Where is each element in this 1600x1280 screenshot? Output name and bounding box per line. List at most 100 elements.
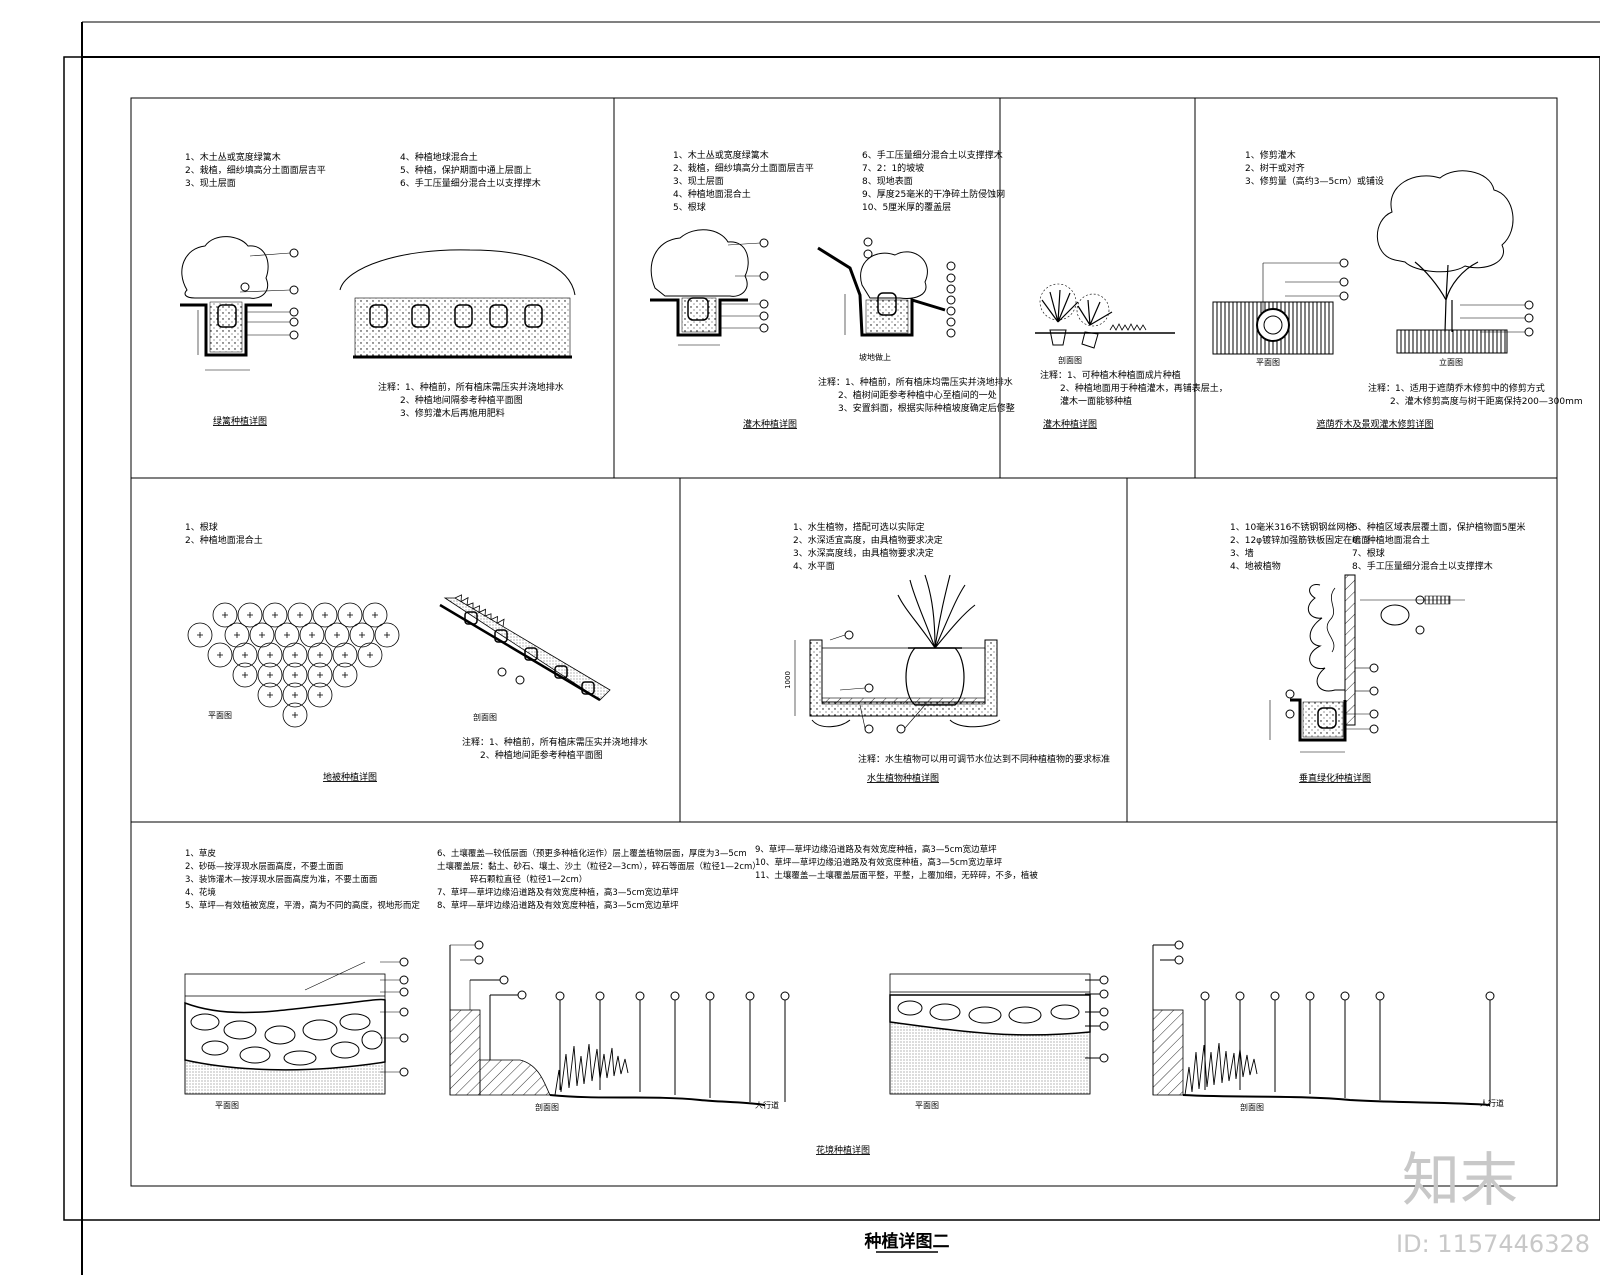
sheet-frame: [63, 21, 1600, 1275]
groundcover-legend: 1、根球 2、种植地面混合土: [185, 521, 263, 546]
groundcover-section-label: 剖面图: [473, 712, 497, 722]
vine-legend-right: 5、种植区域表层覆土面，保护植物面5厘米 6、种植地面混合土 7、根球 8、手工…: [1352, 521, 1525, 572]
legend-line: 2、栽植，细纱填高分土面面层吉平: [673, 162, 814, 174]
flowerbed-col3: 9、草坪—草坪边缘沿道路及有效宽度种植，高3—5cm宽边草坪 10、草坪—草坪边…: [755, 844, 1038, 881]
plant-circle: [282, 702, 308, 728]
legend-line: 4、水平面: [793, 560, 835, 572]
legend-line: 2、种植地面混合土: [185, 534, 263, 546]
shrub2-caption: 灌木种植详图: [1043, 418, 1097, 430]
plant-circle: [282, 662, 308, 688]
plant-plus-mark: [259, 632, 265, 638]
hedge-legend-right: 4、种植地球混合土 5、种植，保护期面中通上层面上 6、手工压量细分混合土以支撑…: [400, 151, 541, 189]
vine-legend-left: 1、10毫米316不锈钢钢丝网格 2、12φ镀锌加强筋铁板固定在墙面 3、墙 4…: [1230, 521, 1370, 572]
legend-line: 5、草坪—有效植被宽度，平滑，高为不同的高度，视地形而定: [185, 900, 420, 911]
panel-flowerbed: 1、草皮 2、砂砾—按浮现水层面高度，不要土面面 3、装饰灌木—按浮现水层面高度…: [184, 844, 1504, 1156]
legend-line: 8、现地表面: [862, 175, 913, 187]
shrub-legend-left: 1、木土丛或宽度绿篱木 2、栽植，细纱填高分土面面层吉平 3、现土层面 4、种植…: [673, 149, 814, 213]
sheet-title: 种植详图二: [864, 1231, 950, 1252]
plant-circle: [282, 642, 308, 668]
legend-line: 4、花境: [185, 887, 216, 898]
legend-line: 碎石颗粒直径（粒径1—2cm）: [470, 874, 587, 885]
legend-line: 2、砂砾—按浮现水层面高度，不要土面面: [185, 861, 344, 872]
legend-line: 3、水深高度线，由具植物要求决定: [793, 547, 934, 559]
groundcover-plan-label: 平面图: [208, 711, 232, 720]
plant-circle: [257, 642, 283, 668]
flowerbed-plan-label-left: 平面图: [215, 1101, 239, 1110]
flowerbed-section-left: [449, 940, 790, 1106]
flowerbed-plan-left: [184, 957, 409, 1095]
legend-line: 7、草坪—草坪边缘沿道路及有效宽度种植，高3—5cm宽边草坪: [437, 887, 679, 898]
plant-plus-mark: [342, 652, 348, 658]
flowerbed-section-right: [1152, 940, 1495, 1106]
plant-circle: [312, 602, 338, 628]
legend-line: 10、草坪—草坪边缘沿道路及有效宽度种植，高3—5cm宽边草坪: [755, 857, 1003, 868]
plant-circle: [287, 602, 313, 628]
legend-line: 1、木土丛或宽度绿篱木: [185, 151, 281, 163]
shrub-section-flat: [650, 229, 769, 346]
panel-vine: 1、10毫米316不锈钢钢丝网格 2、12φ镀锌加强筋铁板固定在墙面 3、墙 4…: [1230, 521, 1525, 784]
plant-circle: [362, 602, 388, 628]
shrub-section-slope: [817, 237, 956, 338]
aquatic-height-label: 1000: [784, 671, 792, 689]
tree-plan-drawing: [1212, 258, 1349, 355]
plant-circle: [374, 622, 400, 648]
plant-plus-mark: [272, 612, 278, 618]
note-line: 2、灌木修剪高度与树干距离保持200—300mm: [1390, 395, 1583, 407]
legend-line: 6、手工压量细分混合土以支撑撑木: [862, 149, 1003, 161]
legend-line: 9、草坪—草坪边缘沿道路及有效宽度种植，高3—5cm宽边草坪: [755, 844, 997, 855]
groundcover-plan-drawing: [187, 602, 400, 728]
vine-caption: 垂直绿化种植详图: [1299, 772, 1371, 784]
plant-plus-mark: [372, 612, 378, 618]
legend-line: 7、2：1的坡坡: [862, 162, 924, 174]
legend-line: 土壤覆盖层：黏土、砂石、壤土、沙土（粒径2—3cm），碎石等面层（粒径1—2cm…: [437, 861, 761, 872]
hedge-elevation-drawing: [339, 249, 576, 359]
tree-elev-label: 立面图: [1439, 357, 1463, 367]
note-line: 灌木一面能够种植: [1060, 395, 1132, 407]
plant-circle: [307, 642, 333, 668]
flowerbed-caption: 花境种植详图: [816, 1144, 870, 1156]
plant-plus-mark: [292, 672, 298, 678]
panel-tree: 1、修剪灌木 2、树干或对齐 3、修剪量（高约3—5cm）或铺设 平面图 立面图…: [1212, 149, 1583, 430]
legend-line: 6、手工压量细分混合土以支撑撑木: [400, 177, 541, 189]
panel-aquatic: 1、水生植物，搭配可选以实际定 2、水深适宜高度，由具植物要求决定 3、水深高度…: [784, 521, 1110, 784]
flowerbed-walkway-label-right: 人行道: [1480, 1098, 1504, 1108]
legend-line: 8、手工压量细分混合土以支撑撑木: [1352, 560, 1493, 572]
note-line: 注释：1、适用于遮荫乔木修剪中的修剪方式: [1368, 382, 1545, 394]
plant-circle: [332, 642, 358, 668]
note-line: 注释：1、可种植木种植面成片种植: [1040, 369, 1181, 381]
plant-plus-mark: [222, 612, 228, 618]
plant-plus-mark: [234, 632, 240, 638]
legend-line: 1、木土丛或宽度绿篱木: [673, 149, 769, 161]
legend-line: 3、现土层面: [185, 177, 236, 189]
plant-plus-mark: [284, 632, 290, 638]
plant-circle: [224, 622, 250, 648]
plant-plus-mark: [334, 632, 340, 638]
legend-line: 1、草皮: [185, 848, 216, 859]
legend-line: 2、栽植，细纱填高分土面面层吉平: [185, 164, 326, 176]
hedge-caption: 绿篱种植详图: [213, 415, 267, 427]
plant-plus-mark: [197, 632, 203, 638]
plant-circle: [212, 602, 238, 628]
panel-groundcover: 1、根球 2、种植地面混合土 平面图 剖面图 注释：1、种植前，所有植床需压实并…: [185, 521, 648, 783]
legend-line: 3、装饰灌木—按浮现水层面高度为准，不要土面面: [185, 874, 378, 885]
note-line: 3、安置斜面，根据实际种植坡度确定后修整: [838, 402, 1015, 414]
plant-circle: [337, 602, 363, 628]
shrub-notes: 注释：1、种植前，所有植床均需压实并浇地排水 2、植树间距参考种植中心至植间的一…: [818, 376, 1015, 414]
legend-line: 1、根球: [185, 521, 218, 533]
plant-circle: [232, 642, 258, 668]
plant-circle: [207, 642, 233, 668]
plant-circle: [257, 662, 283, 688]
id-watermark: ID: 1157446328: [1396, 1230, 1590, 1258]
legend-line: 2、水深适宜高度，由具植物要求决定: [793, 534, 943, 546]
plant-plus-mark: [322, 612, 328, 618]
groundcover-section-drawing: [439, 594, 611, 702]
plant-plus-mark: [242, 652, 248, 658]
shrub-caption: 灌木种植详图: [743, 418, 797, 430]
legend-line: 1、水生植物，搭配可选以实际定: [793, 521, 925, 533]
flowerbed-plan-label-right: 平面图: [915, 1101, 939, 1110]
legend-line: 9、厚度25毫米的干净碎土防侵蚀网: [862, 188, 1005, 200]
plant-plus-mark: [247, 612, 253, 618]
flowerbed-walkway-label-left: 人行道: [755, 1100, 779, 1110]
note-line: 3、修剪灌木后再施用肥料: [400, 407, 505, 419]
